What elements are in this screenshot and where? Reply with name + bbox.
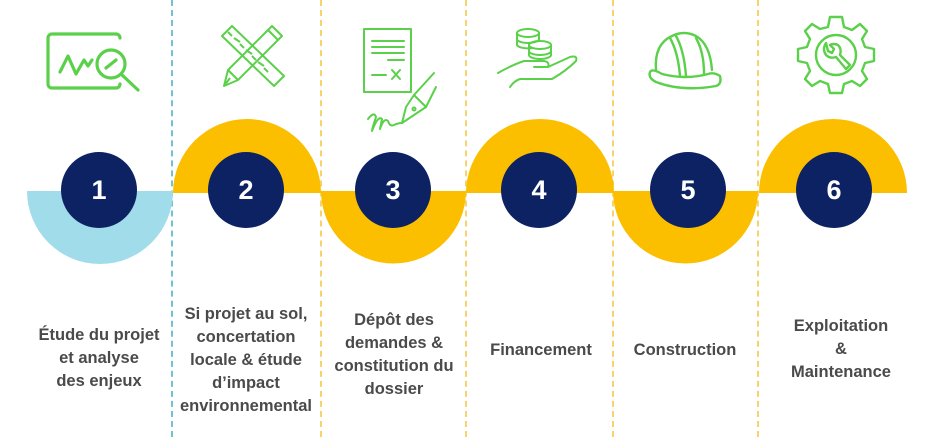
step-badge-3: 3 <box>355 152 431 228</box>
label-line: dossier <box>364 380 424 398</box>
label-line: concertation <box>196 328 296 346</box>
divider-2-3 <box>320 0 322 437</box>
gear-wrench-icon <box>796 15 876 95</box>
step-label-5: Construction <box>610 339 760 362</box>
label-line: locale & étude <box>190 351 302 369</box>
step-label-4: Financement <box>466 339 616 362</box>
analysis-magnifier-icon <box>46 32 142 94</box>
label-line: demandes & <box>344 334 444 352</box>
document-signature-icon <box>362 27 444 133</box>
divider-4-5 <box>612 0 614 437</box>
divider-5-6 <box>757 0 759 437</box>
label-line: Financement <box>490 341 592 359</box>
hard-hat-icon <box>646 30 724 92</box>
label-line: Étude du projet <box>38 326 160 344</box>
label-line: Maintenance <box>791 363 891 381</box>
divider-1-2 <box>171 0 173 437</box>
label-line: Dépôt des <box>354 311 434 329</box>
step-label-2: Si projet au sol, concertation locale & … <box>171 303 321 418</box>
step-badge-6: 6 <box>796 152 872 228</box>
ruler-pencil-icon <box>220 24 286 88</box>
step-badge-4: 4 <box>501 152 577 228</box>
step-label-1: Étude du projet et analyse des enjeux <box>24 324 174 393</box>
divider-3-4 <box>465 0 467 437</box>
step-badge-2: 2 <box>208 152 284 228</box>
label-line: Exploitation <box>793 317 889 335</box>
step-label-6: Exploitation & Maintenance <box>766 315 916 384</box>
step-badge-5: 5 <box>650 152 726 228</box>
hand-coins-icon <box>496 27 582 91</box>
label-line: des enjeux <box>56 372 142 390</box>
label-line: Si projet au sol, <box>184 305 308 323</box>
label-line: d’impact <box>212 374 280 392</box>
label-line: constitution du <box>334 357 454 375</box>
label-line: environnemental <box>179 397 313 415</box>
step-label-3: Dépôt des demandes & constitution du dos… <box>319 309 469 401</box>
label-line: Construction <box>633 341 737 359</box>
step-badge-1: 1 <box>61 152 137 228</box>
label-line: & <box>835 340 847 358</box>
label-line: et analyse <box>59 349 139 367</box>
